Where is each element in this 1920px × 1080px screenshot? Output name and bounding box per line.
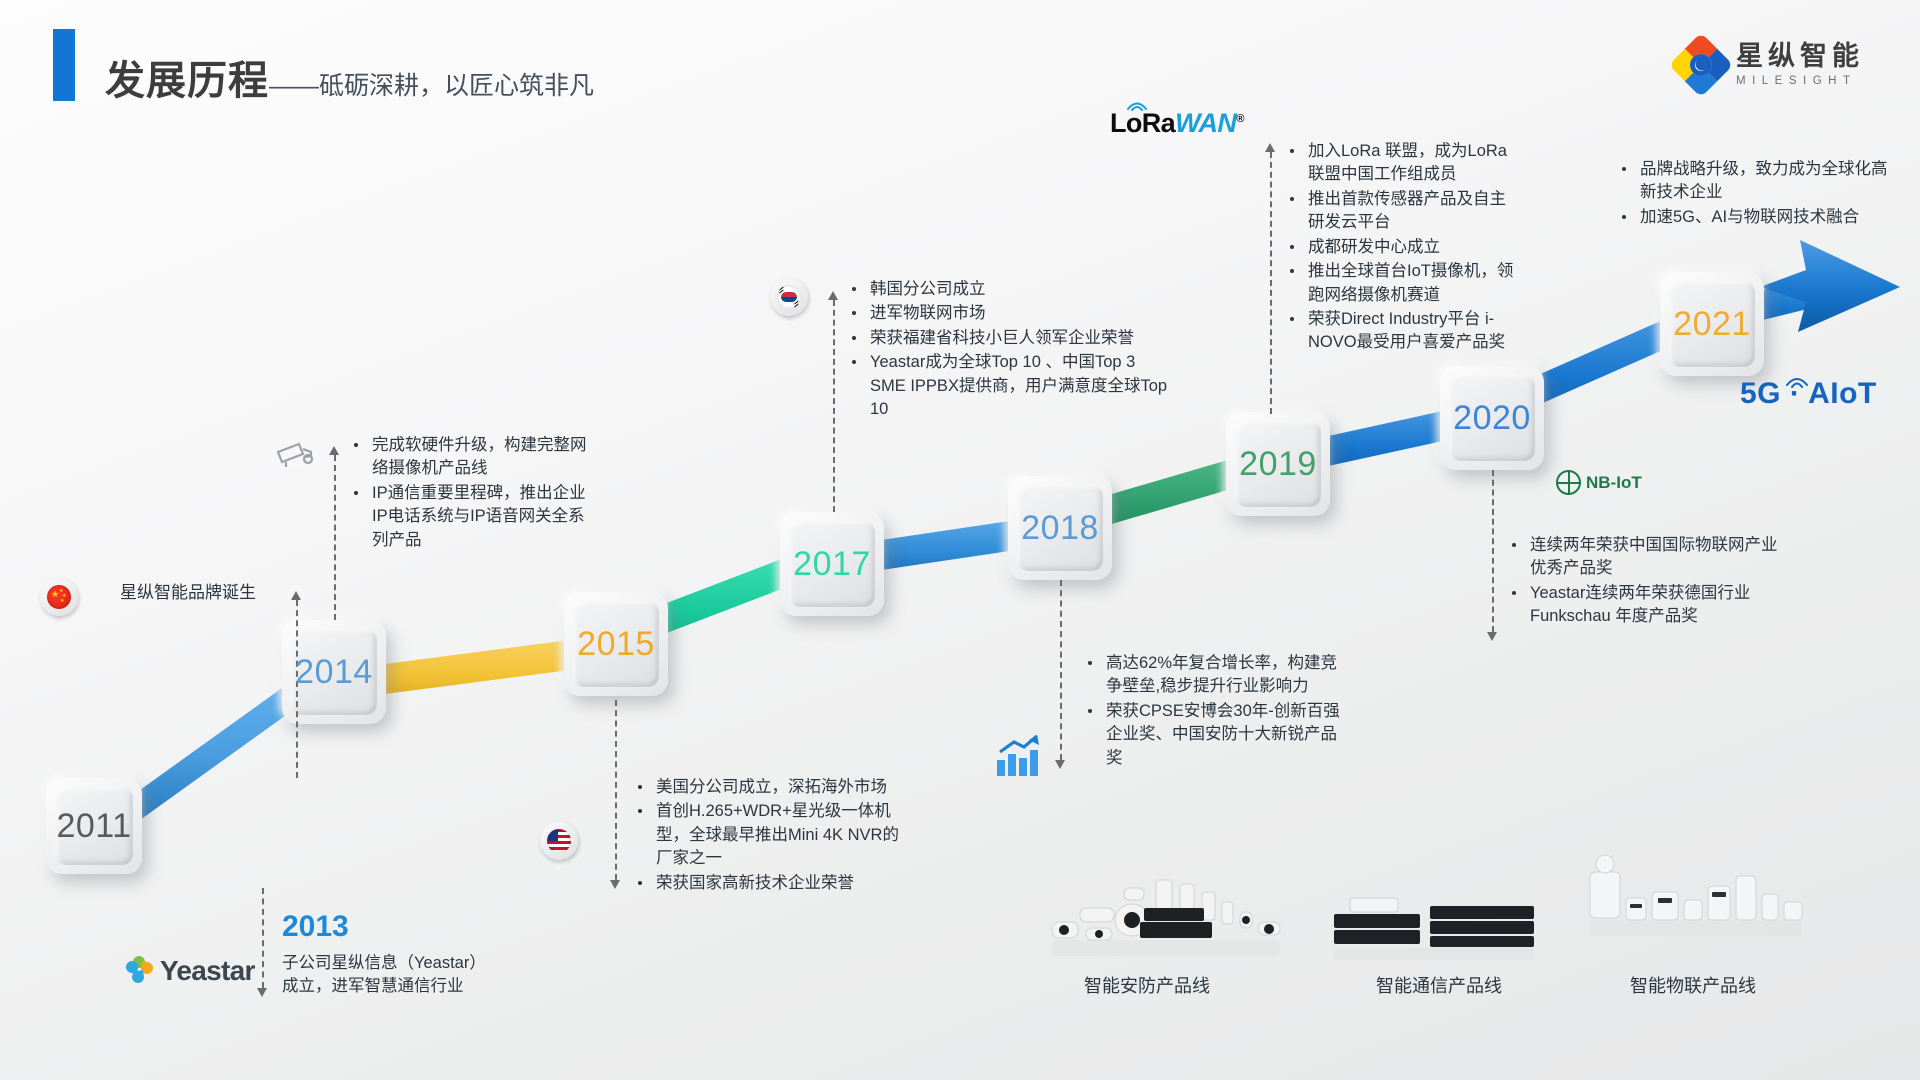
timeline-node-2011[interactable]: 2011 bbox=[46, 778, 142, 874]
list-item: 成都研发中心成立 bbox=[1284, 236, 1520, 259]
yeastar-logo: Yeastar bbox=[124, 955, 255, 987]
node-year-label: 2018 bbox=[1021, 508, 1099, 547]
node-year-label: 2019 bbox=[1239, 444, 1317, 483]
list-item: 韩国分公司成立 bbox=[846, 278, 1168, 301]
event-text-2013: 子公司星纵信息（Yeastar）成立，进军智慧通信行业 bbox=[282, 952, 494, 999]
timeline-node-2021[interactable]: 2021 bbox=[1660, 272, 1764, 376]
iot-products-photo bbox=[1589, 854, 1803, 936]
logo-chinese-name: 星纵智能 bbox=[1736, 40, 1864, 71]
communication-products-photo bbox=[1334, 897, 1534, 960]
header-accent-bar bbox=[53, 29, 75, 101]
event-desc-2013: 子公司星纵信息（Yeastar）成立，进军智慧通信行业 bbox=[282, 954, 486, 996]
product-line-label-iot: 智能物联产品线 bbox=[1630, 976, 1756, 996]
aiot-tagline: 5G · AIoT bbox=[1740, 377, 1877, 410]
event-bullets-2014: 完成软硬件升级，构建完整网络摄像机产品线 IP通信重要里程碑，推出企业IP电话系… bbox=[348, 434, 596, 553]
list-item: 品牌战略升级，致力成为全球化高新技术企业 bbox=[1616, 158, 1896, 205]
security-products-photo bbox=[1051, 879, 1281, 956]
lorawan-reg: ® bbox=[1236, 113, 1244, 125]
list-item: 荣获CPSE安博会30年-创新百强企业奖、中国安防十大新锐产品奖 bbox=[1082, 700, 1340, 770]
product-line-label-communication: 智能通信产品线 bbox=[1376, 976, 1502, 996]
connector-arrow-2014 bbox=[329, 446, 339, 455]
event-bullets-2018: 高达62%年复合增长率，构建竞争壁垒,稳步提升行业影响力 荣获CPSE安博会30… bbox=[1082, 652, 1340, 771]
timeline-node-2014[interactable]: 2014 bbox=[282, 620, 386, 724]
list-item: 推出首款传感器产品及自主研发云平台 bbox=[1284, 188, 1520, 235]
timeline-node-2017[interactable]: 2017 bbox=[780, 512, 884, 616]
connector-2015 bbox=[615, 700, 617, 880]
list-item: 美国分公司成立，深拓海外市场 bbox=[632, 776, 914, 799]
event-year-2013: 2013 bbox=[282, 910, 349, 943]
list-item: 加速5G、AI与物联网技术融合 bbox=[1616, 206, 1896, 229]
china-flag-pin: ★ ★ ★ ★ bbox=[40, 578, 78, 630]
list-item: IP通信重要里程碑，推出企业IP电话系统与IP语音网关全系列产品 bbox=[348, 482, 596, 552]
page-title: 发展历程——砥砺深耕，以匠心筑非凡 bbox=[105, 48, 594, 106]
yeastar-logo-text: Yeastar bbox=[160, 955, 255, 986]
list-item: Yeastar连续两年荣获德国行业Funkschau 年度产品奖 bbox=[1506, 582, 1790, 629]
product-line-label-security: 智能安防产品线 bbox=[1084, 976, 1210, 996]
timeline-node-2020[interactable]: 2020 bbox=[1440, 366, 1544, 470]
globe-icon bbox=[1556, 470, 1581, 495]
connector-2019 bbox=[1270, 152, 1272, 414]
connector-2011 bbox=[296, 600, 298, 778]
list-item: 推出全球首台IoT摄像机，领跑网络摄像机赛道 bbox=[1284, 260, 1520, 307]
list-item: 连续两年荣获中国国际物联网产业优秀产品奖 bbox=[1506, 534, 1790, 581]
node-year-label: 2014 bbox=[295, 652, 373, 691]
timeline-node-2015[interactable]: 2015 bbox=[564, 592, 668, 696]
connector-2014 bbox=[334, 455, 336, 620]
lorawan-logo: LoRaWAN® bbox=[1110, 102, 1244, 139]
event-bullets-2021: 品牌战略升级，致力成为全球化高新技术企业 加速5G、AI与物联网技术融合 bbox=[1616, 158, 1896, 230]
node-year-label: 2021 bbox=[1673, 304, 1751, 343]
connector-arrow-2017 bbox=[828, 291, 838, 300]
list-item: 加入LoRa 联盟，成为LoRa联盟中国工作组成员 bbox=[1284, 140, 1520, 187]
list-item: Yeastar成为全球Top 10 、中国Top 3 SME IPPBX提供商，… bbox=[846, 351, 1168, 421]
page-title-sub: ——砥砺深耕，以匠心筑非凡 bbox=[269, 72, 595, 100]
connector-2020 bbox=[1492, 470, 1494, 632]
list-item: 进军物联网市场 bbox=[846, 302, 1168, 325]
node-year-label: 2017 bbox=[793, 544, 871, 583]
nbiot-logo: NB-IoT bbox=[1556, 470, 1642, 495]
connector-arrow-2018 bbox=[1055, 760, 1065, 769]
timeline-node-2019[interactable]: 2019 bbox=[1226, 412, 1330, 516]
logo-english-name: MILESIGHT bbox=[1736, 74, 1857, 87]
lorawan-part1: LoRa bbox=[1110, 108, 1176, 138]
lorawan-wave-icon bbox=[1127, 102, 1147, 111]
connector-arrow-2011 bbox=[291, 591, 301, 600]
list-item: 荣获国家高新技术企业荣誉 bbox=[632, 872, 914, 895]
growth-bar-chart-icon bbox=[996, 734, 1042, 776]
korea-flag-pin bbox=[770, 278, 808, 330]
list-item: 荣获福建省科技小巨人领军企业荣誉 bbox=[846, 327, 1168, 350]
node-year-label: 2015 bbox=[577, 624, 655, 663]
aiot-wifi-icon bbox=[1786, 378, 1808, 388]
list-item: 高达62%年复合增长率，构建竞争壁垒,稳步提升行业影响力 bbox=[1082, 652, 1340, 699]
event-bullets-2017: 韩国分公司成立 进军物联网市场 荣获福建省科技小巨人领军企业荣誉 Yeastar… bbox=[846, 278, 1168, 423]
connector-2017 bbox=[833, 300, 835, 512]
company-logo: 星纵智能 MILESIGHT bbox=[1668, 32, 1864, 98]
security-camera-icon bbox=[272, 436, 318, 470]
connector-arrow-2013 bbox=[257, 988, 267, 997]
milesight-logo-icon bbox=[1668, 32, 1734, 98]
connector-2018 bbox=[1060, 580, 1062, 760]
page-title-main: 发展历程 bbox=[105, 59, 269, 103]
yeastar-mark-icon bbox=[124, 955, 154, 986]
list-item: 完成软硬件升级，构建完整网络摄像机产品线 bbox=[348, 434, 596, 481]
event-bullets-2015: 美国分公司成立，深拓海外市场 首创H.265+WDR+星光级一体机型，全球最早推… bbox=[632, 776, 914, 896]
event-bullets-2020: 连续两年荣获中国国际物联网产业优秀产品奖 Yeastar连续两年荣获德国行业Fu… bbox=[1506, 534, 1790, 630]
event-label-2011: 星纵智能品牌诞生 bbox=[120, 583, 256, 602]
nbiot-logo-text: NB-IoT bbox=[1586, 472, 1642, 492]
node-year-label: 2020 bbox=[1453, 398, 1531, 437]
connector-arrow-2019 bbox=[1265, 143, 1275, 152]
connector-arrow-2015 bbox=[610, 880, 620, 889]
node-year-label: 2011 bbox=[56, 806, 132, 845]
event-bullets-2019: 加入LoRa 联盟，成为LoRa联盟中国工作组成员 推出首款传感器产品及自主研发… bbox=[1284, 140, 1520, 356]
list-item: 荣获Direct Industry平台 i-NOVO最受用户喜爱产品奖 bbox=[1284, 308, 1520, 355]
connector-2013 bbox=[262, 888, 264, 988]
timeline-node-2018[interactable]: 2018 bbox=[1008, 476, 1112, 580]
connector-arrow-2020 bbox=[1487, 632, 1497, 641]
list-item: 首创H.265+WDR+星光级一体机型，全球最早推出Mini 4K NVR的厂家… bbox=[632, 800, 914, 870]
lorawan-part2: WAN bbox=[1175, 108, 1237, 138]
usa-flag-pin bbox=[540, 822, 578, 874]
